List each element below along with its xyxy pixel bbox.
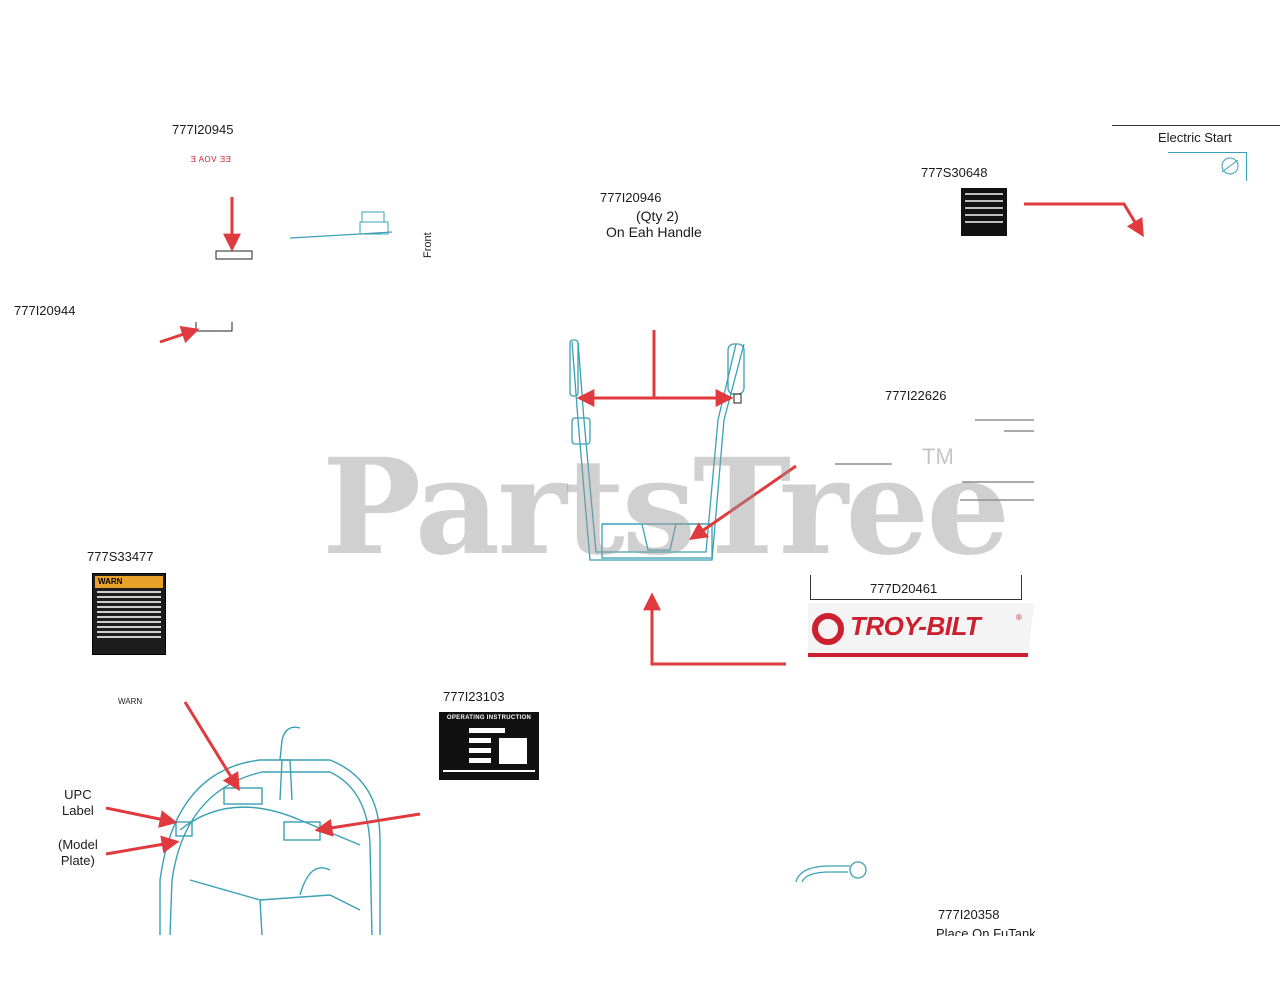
troy-bilt-wordmark: TROY-BILT xyxy=(850,611,981,641)
part-777D20461[interactable]: 777D20461 xyxy=(870,581,938,596)
part-777I20944[interactable]: 777I20944 xyxy=(14,303,76,318)
part-777I20358[interactable]: 777I20358 xyxy=(938,907,1000,922)
fuel-tank-line-art xyxy=(795,861,867,883)
arrow-model-plate xyxy=(105,835,180,856)
decal-outline-20945 xyxy=(215,250,253,260)
front-label: Front xyxy=(422,232,434,258)
part-777S33477[interactable]: 777S33477 xyxy=(87,549,154,564)
part-777I20945[interactable]: 777I20945 xyxy=(172,122,234,137)
housing-line-art xyxy=(159,726,381,936)
watermark: PartsTree xyxy=(322,430,1010,585)
decal-warning-33477: WARN xyxy=(92,573,166,655)
operating-instruction-header: OPERATING INSTRUCTION xyxy=(446,715,532,721)
electric-start-box xyxy=(1112,125,1280,182)
decal-30648 xyxy=(961,188,1007,236)
troy-bilt-logo: TROY-BILT ® xyxy=(808,603,1034,659)
arrow-30648 xyxy=(1024,202,1144,238)
placement-note-fuel-tank: Place On FuTank xyxy=(936,926,1036,936)
arrow-upc xyxy=(105,806,178,828)
arrow-20944 xyxy=(159,326,200,344)
part-777I22626[interactable]: 777I22626 xyxy=(885,388,947,403)
panel-knobs xyxy=(361,211,385,223)
warning-label-small: WARN xyxy=(118,697,143,706)
decal-20945-text: EE VOA E xyxy=(190,155,231,164)
troy-bilt-ref-box xyxy=(810,575,1022,600)
panel-line-art xyxy=(289,231,393,239)
qty-note: (Qty 2) xyxy=(636,208,679,224)
electric-start-icon xyxy=(1221,157,1239,175)
arrow-warn xyxy=(183,701,240,792)
decal-outline-20944 xyxy=(195,322,233,332)
watermark-tm: TM xyxy=(922,444,954,469)
arrow-22626 xyxy=(689,464,797,541)
model-plate-label: (Model Plate) xyxy=(58,837,98,868)
decal-22626-text xyxy=(835,419,1034,501)
arrow-23103 xyxy=(314,812,421,837)
warning-header: WARN xyxy=(95,576,163,588)
part-777S30648[interactable]: 777S30648 xyxy=(921,165,988,180)
placement-note-handle: On Eah Handle xyxy=(606,224,702,240)
part-777I23103[interactable]: 777I23103 xyxy=(443,689,505,704)
electric-start-label: Electric Start xyxy=(1158,130,1232,145)
arrow-20461 xyxy=(643,592,786,666)
part-777I20946[interactable]: 777I20946 xyxy=(600,190,662,205)
upc-label: UPC Label xyxy=(62,787,94,818)
decal-operating-instruction: OPERATING INSTRUCTION xyxy=(439,712,539,780)
